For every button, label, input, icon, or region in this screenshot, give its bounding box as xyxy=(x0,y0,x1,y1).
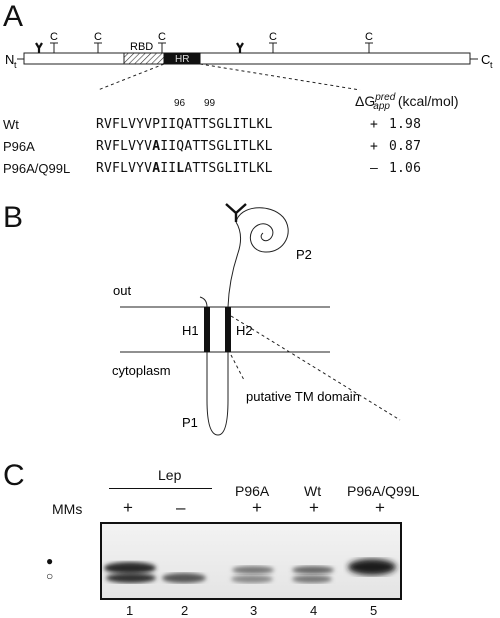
delta-g-header: ΔGpredapp (kcal/mol) xyxy=(355,92,459,112)
cysteine-site-icon: C xyxy=(50,31,58,53)
delta-g-value: 0.87 xyxy=(389,139,422,154)
mms-mark-lane-5: + xyxy=(375,498,385,517)
h1-label: H1 xyxy=(182,323,199,338)
gel-lane-5 xyxy=(348,559,396,575)
n-terminal-tail xyxy=(199,296,208,308)
gel-lane-2 xyxy=(162,573,206,583)
mms-mark-lane-1: + xyxy=(123,498,133,517)
gel-lane-3 xyxy=(231,566,274,583)
tm-pointer-line xyxy=(230,354,245,381)
p2-label: P2 xyxy=(296,247,312,262)
panel-c-letter: C xyxy=(3,459,25,492)
delta-g-sign: + xyxy=(370,139,379,154)
protein-bar xyxy=(23,52,471,65)
zoom-line-left xyxy=(97,63,165,90)
p2-spiral xyxy=(235,207,289,253)
cysteine-site-icon: C xyxy=(269,31,277,53)
sequence: RVFLVYVPIIQATTSGLITLKL xyxy=(96,117,273,132)
mms-mark-lane-4: + xyxy=(309,498,319,517)
lep-bracket xyxy=(109,488,212,489)
cysteine-site-icon: C xyxy=(158,31,166,53)
h2-helix xyxy=(225,307,231,352)
glycosylation-site-icon xyxy=(225,203,247,222)
mms-mark-lane-3: + xyxy=(252,498,262,517)
unglycosylated-band-marker: ○ xyxy=(46,569,54,583)
sequence-table: Wt RVFLVYVPIIQATTSGLITLKL + 1.98 P96A RV… xyxy=(3,114,493,180)
lep-label: Lep xyxy=(158,467,182,483)
sequence-row: P96A/Q99L RVFLVYVAIILATTSGLITLKL – 1.06 xyxy=(3,158,493,180)
construct-name: Wt xyxy=(3,117,19,132)
rbd-label: RBD xyxy=(130,41,153,53)
residue-number-96: 96 xyxy=(174,98,186,109)
construct-name: P96A/Q99L xyxy=(3,161,71,176)
svg-text:C: C xyxy=(269,31,277,43)
sequence-row: Wt RVFLVYVPIIQATTSGLITLKL + 1.98 xyxy=(3,114,493,136)
n-terminus-sub: t xyxy=(14,60,17,70)
rbd-region xyxy=(123,52,165,65)
delta-g-sign: + xyxy=(370,117,379,132)
gel-image xyxy=(100,522,402,600)
lane-number-3: 3 xyxy=(250,603,258,618)
svg-text:C: C xyxy=(158,31,166,43)
delta-g-value: 1.06 xyxy=(389,161,422,176)
panel-a-letter: A xyxy=(3,0,24,33)
cysteine-site-icon: C xyxy=(94,31,102,53)
hr-label: HR xyxy=(175,54,189,65)
glycosylation-site-icon xyxy=(236,42,244,53)
n-terminus-label: N xyxy=(5,52,14,67)
column-header-wt: Wt xyxy=(304,483,322,499)
sequence-row: P96A RVFLVYVAIIQATTSGLITLKL + 0.87 xyxy=(3,136,493,158)
topology-diagram: out cytoplasm H1 H2 P1 P2 putative TM do… xyxy=(112,203,401,436)
h1-helix xyxy=(204,307,210,352)
gel-lane-4 xyxy=(292,566,334,583)
delta-g-sign: – xyxy=(370,161,379,176)
panel-b-letter: B xyxy=(3,201,24,234)
zoom-line-right xyxy=(199,63,361,90)
svg-text:C: C xyxy=(50,31,58,43)
gel-lane-1 xyxy=(104,562,156,583)
h2-label: H2 xyxy=(236,323,253,338)
column-header-p96a: P96A xyxy=(235,483,270,499)
lane-number-5: 5 xyxy=(370,603,378,618)
svg-text:C: C xyxy=(365,31,373,43)
lane-number-2: 2 xyxy=(181,603,189,618)
mms-mark-lane-2: – xyxy=(176,498,186,517)
p1-label: P1 xyxy=(182,415,198,430)
protein-domain-map: N t RBD HR C t C C C C C xyxy=(5,31,493,90)
mms-label: MMs xyxy=(52,501,83,517)
c-terminus-label: C xyxy=(481,52,490,67)
glycosylation-site-icon xyxy=(35,42,43,53)
residue-number-99: 99 xyxy=(204,98,216,109)
column-header-p96a-q99l: P96A/Q99L xyxy=(347,483,420,499)
construct-name: P96A xyxy=(3,139,35,154)
tm-domain-label: putative TM domain xyxy=(246,389,360,404)
sequence: RVFLVYVAIILATTSGLITLKL xyxy=(96,161,273,176)
cytoplasm-label: cytoplasm xyxy=(112,363,171,378)
c-terminus-sub: t xyxy=(490,60,493,70)
glycosylated-band-marker: ● xyxy=(46,554,54,568)
cysteine-site-icon: C xyxy=(365,31,373,53)
hr-region xyxy=(163,52,201,65)
p2-connector xyxy=(227,221,242,308)
p1-loop xyxy=(206,352,229,436)
tm-pointer-line xyxy=(230,315,401,421)
lane-number-1: 1 xyxy=(126,603,134,618)
sequence: RVFLVYVAIIQATTSGLITLKL xyxy=(96,139,273,154)
delta-g-value: 1.98 xyxy=(389,117,422,132)
lane-number-4: 4 xyxy=(310,603,318,618)
svg-text:C: C xyxy=(94,31,102,43)
out-label: out xyxy=(113,283,131,298)
